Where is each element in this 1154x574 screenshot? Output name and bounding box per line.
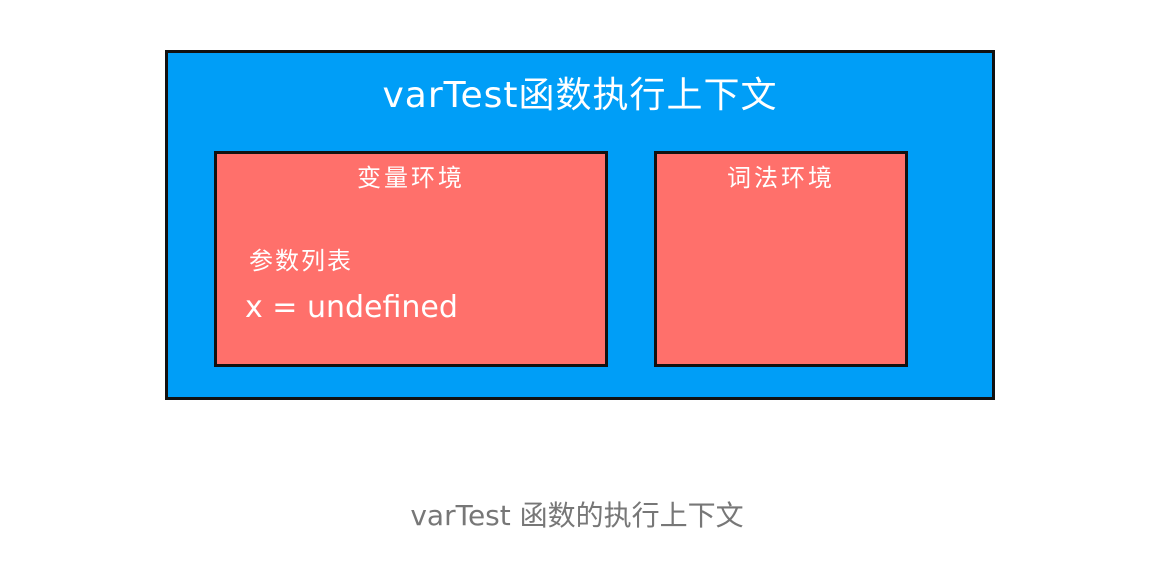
lexical-environment-title: 词法环境 [727,164,835,192]
parameter-list-label: 参数列表 [249,247,353,275]
parameter-value: x = undefined [245,290,458,325]
variable-environment-box: 变量环境 参数列表 x = undefined [214,151,608,367]
execution-context-title: varTest函数执行上下文 [382,75,778,116]
lexical-environment-box: 词法环境 [654,151,908,367]
execution-context-box: varTest函数执行上下文 变量环境 参数列表 x = undefined 词… [165,50,995,400]
figure-caption: varTest 函数的执行上下文 [410,499,744,532]
variable-environment-title: 变量环境 [357,164,465,192]
